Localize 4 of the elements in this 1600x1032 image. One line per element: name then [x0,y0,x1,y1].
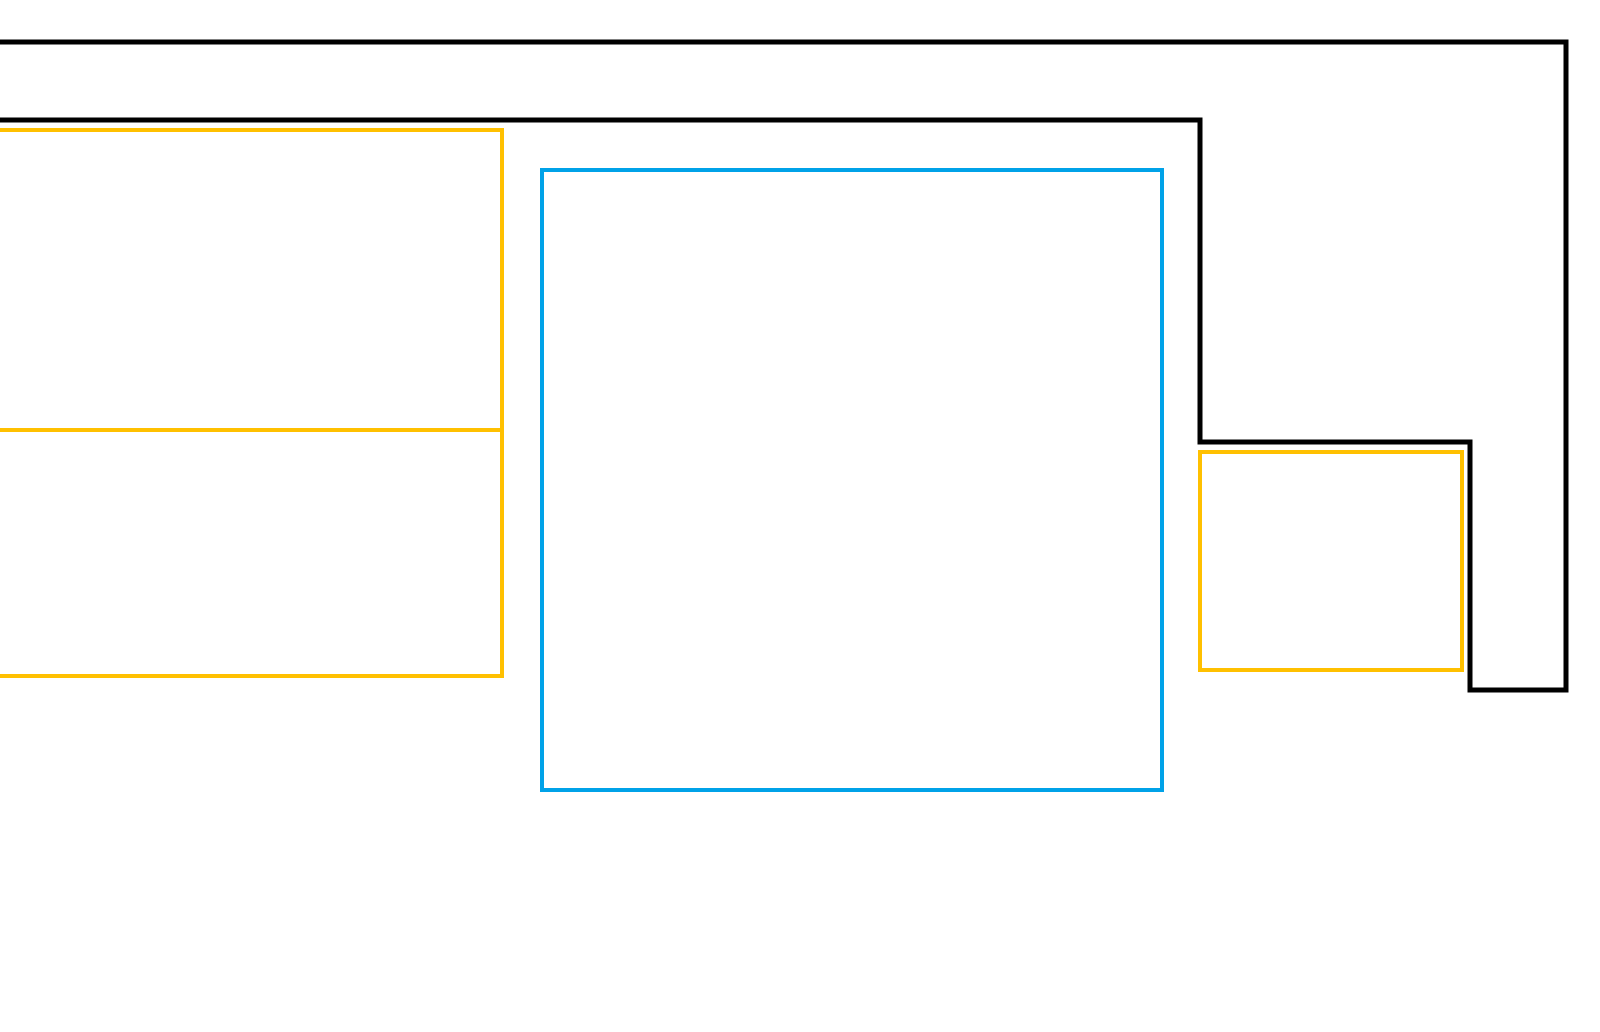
outline-rectangle [0,128,504,432]
outline-rectangle [0,428,504,678]
outline-rectangle [1198,450,1464,672]
outline-rectangle [540,168,1164,792]
